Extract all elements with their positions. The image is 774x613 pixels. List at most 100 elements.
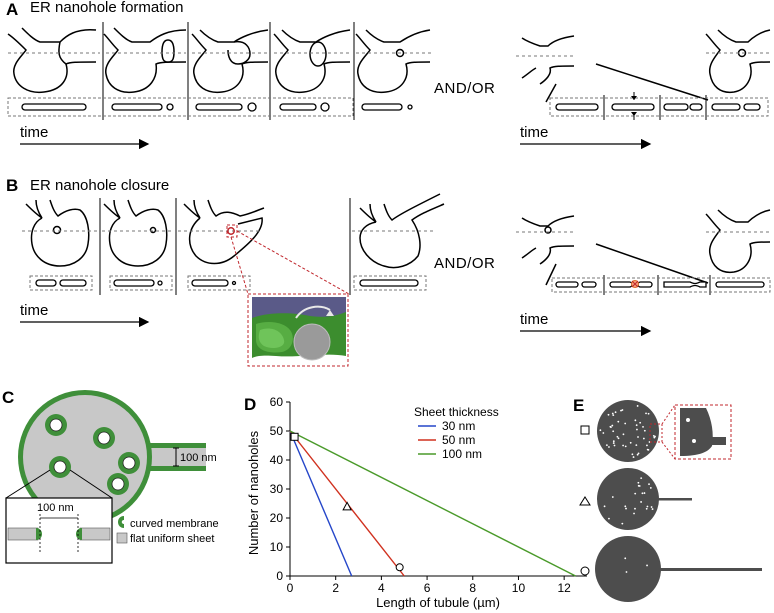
panel-c-legend: curved membrane flat uniform sheet — [116, 516, 219, 545]
panel-e-disc-triangle — [597, 468, 692, 530]
panel-e-zoom-callout — [649, 404, 732, 460]
chart-legend-label: 100 nm — [442, 447, 482, 461]
nanohole-dot — [613, 444, 616, 447]
panel-a-squeeze-arrows — [631, 92, 637, 120]
nanohole-dot — [646, 505, 649, 508]
legend-curved-membrane-swatch — [118, 516, 124, 528]
nanohole-dot — [625, 507, 627, 510]
nanohole-dot — [629, 441, 632, 444]
panel-e-circle-marker — [580, 566, 590, 576]
panel-a-andor: AND/OR — [434, 80, 496, 97]
nanohole-dot — [612, 442, 615, 444]
nanohole-dot — [645, 412, 647, 415]
panel-b-time-right: time — [520, 311, 549, 328]
nanohole-dot — [620, 409, 622, 412]
chart-series-line — [289, 430, 353, 577]
nanohole-dot — [605, 444, 608, 447]
nanohole-dot — [642, 425, 644, 428]
nanohole-dot — [607, 413, 610, 416]
chart-y-tick-label: 50 — [270, 424, 284, 438]
chart-marker-circle — [395, 563, 404, 572]
nanohole-dot — [637, 452, 640, 455]
nanohole-dot — [622, 433, 625, 436]
panel-b-highlighted-hole — [227, 227, 235, 235]
panel-b-transition-lines — [545, 243, 709, 286]
chart-y-tick-label: 60 — [270, 395, 284, 409]
chart-x-tick-label: 10 — [512, 581, 526, 595]
panel-c-tubule-width-label: 100 nm — [180, 452, 217, 464]
panel-b-zoom-callout — [226, 224, 350, 367]
nanohole-dot — [611, 412, 614, 415]
panel-letter-c: C — [2, 388, 15, 407]
nanohole-dot — [616, 435, 619, 438]
nanohole-dot — [608, 517, 610, 520]
nanohole-dot — [608, 446, 610, 448]
chart-legend-label: 50 nm — [442, 433, 475, 447]
panel-letter-d: D — [244, 395, 257, 414]
nanohole-dot — [633, 512, 635, 515]
nanohole-dot — [646, 564, 648, 567]
nanohole-dot — [603, 505, 606, 508]
nanohole-dot — [631, 453, 634, 456]
nanohole-dot — [642, 437, 645, 440]
panel-b-fusion-mark — [631, 280, 639, 288]
nanohole-dot — [637, 436, 639, 438]
nanohole-dot — [637, 481, 640, 484]
chart-y-axis-label: Number of nanoholes — [246, 430, 261, 555]
nanohole-dot — [636, 405, 639, 407]
nanohole-dot — [643, 429, 646, 432]
nanohole-dot — [634, 492, 637, 495]
panel-e-disc-circle — [595, 536, 762, 602]
chart-markers — [290, 432, 404, 572]
panel-e-square-marker — [580, 425, 590, 435]
chart-series-line — [289, 430, 576, 577]
nanohole-dot — [648, 483, 650, 486]
nanohole-dot — [643, 492, 646, 494]
chart-x-tick-label: 12 — [557, 581, 571, 595]
panel-letter-b: B — [6, 176, 19, 195]
nanohole-dot — [614, 411, 617, 414]
nanohole-dot — [654, 435, 656, 438]
chart-legend-title: Sheet thickness — [414, 405, 499, 419]
nanohole-dot — [621, 409, 624, 411]
nanohole-dot — [611, 424, 614, 427]
nanohole-dot — [640, 477, 643, 480]
panel-c-tubule-dimension — [173, 447, 179, 467]
panel-letter-a: A — [6, 0, 19, 19]
nanohole-dot — [636, 453, 639, 456]
legend-flat-sheet-label: flat uniform sheet — [130, 533, 214, 545]
panel-b-andor: AND/OR — [434, 255, 496, 272]
nanohole-dot — [624, 422, 627, 425]
chart-y-tick-label: 20 — [270, 511, 284, 525]
chart-legend-label: 30 nm — [442, 419, 475, 433]
chart-y-tick-label: 40 — [270, 453, 284, 467]
nanohole-dot — [651, 508, 654, 510]
nanohole-dot — [624, 505, 627, 508]
chart-y-tick-label: 0 — [276, 569, 283, 583]
panel-e-triangle-marker — [579, 496, 591, 506]
panel-b-zoom-render — [249, 295, 347, 365]
nanohole-dot — [612, 414, 615, 417]
panel-a-sideview-boxes — [7, 97, 769, 117]
nanohole-dot — [617, 437, 620, 440]
nanohole-dot — [634, 419, 637, 422]
nanohole-dot — [617, 420, 620, 423]
nanohole-dot — [634, 507, 636, 510]
nanohole-dot — [624, 445, 627, 448]
panel-c-nanoholes — [45, 414, 140, 495]
nanohole-dot — [647, 448, 650, 451]
legend-flat-sheet-swatch — [116, 532, 128, 544]
chart-x-axis-label: Length of tubule (µm) — [376, 595, 500, 610]
nanohole-dot — [646, 444, 648, 447]
panel-a-time-left: time — [20, 124, 49, 141]
legend-curved-membrane-label: curved membrane — [130, 518, 219, 530]
nanohole-dot — [647, 412, 650, 415]
chart-marker-triangle — [342, 501, 352, 511]
nanohole-dot — [599, 429, 602, 432]
panel-b-dashed-axes — [22, 230, 772, 233]
chart-x-tick-label: 8 — [469, 581, 476, 595]
chart-x-tick-label: 6 — [424, 581, 431, 595]
